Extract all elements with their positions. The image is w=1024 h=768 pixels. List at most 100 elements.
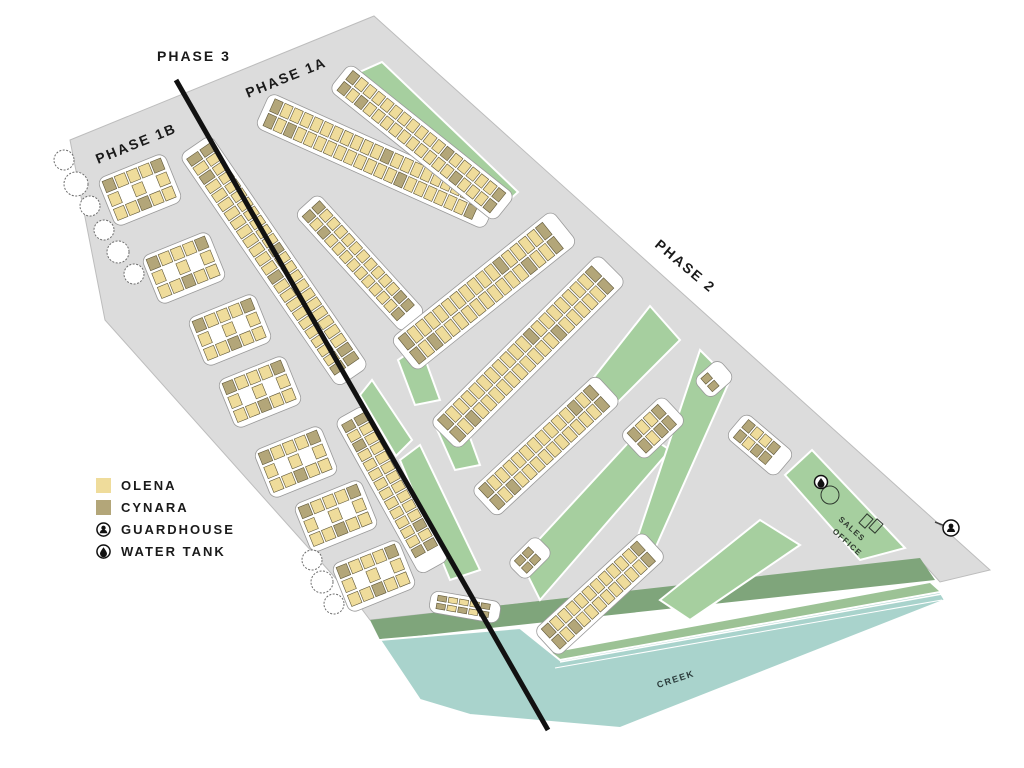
cynara-unit [266,268,285,285]
housing-cluster [188,294,272,366]
olena-unit [537,448,554,466]
olena-unit [254,250,272,267]
sales-office-roundabout [820,485,840,505]
cynara-unit [488,493,506,511]
cynara-unit [636,437,653,454]
cynara-unit [293,467,309,484]
olena-unit [758,433,773,449]
housing-row [432,256,624,448]
olena-unit [245,369,262,386]
olena-unit [232,406,249,423]
olena-unit [538,312,556,330]
olena-unit [500,249,519,269]
olena-unit [394,515,410,530]
olena-unit [204,178,222,195]
cynara-unit [706,379,720,393]
cynara-unit [513,554,527,567]
olena-unit [305,462,321,479]
olena-unit [557,316,576,334]
olena-unit [372,162,388,180]
olena-unit [359,138,374,156]
olena-unit [379,115,395,131]
olena-unit [357,511,373,528]
olena-unit [491,358,509,377]
olena-unit [401,498,417,513]
olena-unit [573,300,591,319]
cynara-unit [390,306,406,322]
olena-unit [280,472,297,489]
olena-unit [353,265,369,281]
olena-unit [169,245,186,262]
olena-unit [227,302,244,319]
olena-unit [456,159,472,175]
cynara-unit [137,195,153,212]
olena-unit [251,325,267,342]
olena-unit [199,249,216,266]
legend-label: OLENA [121,477,177,493]
creek-edge-line [559,593,943,663]
olena-unit [244,402,261,419]
cynara-unit [336,341,354,358]
olena-unit [399,156,415,174]
olena-unit [371,90,387,107]
olena-unit [362,158,378,175]
olena-unit [341,576,357,594]
cynara-unit [439,145,455,162]
olena-unit [380,460,396,475]
olena-unit [581,585,598,602]
olena-unit [279,102,294,120]
housing-cluster [218,356,302,428]
olena-unit [175,259,191,276]
olena-unit [542,421,560,439]
olena-unit [513,471,530,488]
cynara-unit [336,80,352,97]
olena-unit [370,265,386,280]
olena-unit [468,382,486,400]
creek-edge-line [554,599,943,669]
olena-unit [383,298,398,314]
olena-unit [511,362,529,381]
olena-unit [448,152,464,169]
cynara-unit [351,438,368,453]
housing-row [393,212,575,370]
cynara-unit [566,399,584,417]
olena-unit [497,485,514,503]
olena-unit [452,397,470,416]
olena-unit [357,447,373,463]
olena-unit [223,205,241,222]
olena-unit [373,476,389,491]
olena-unit [396,489,412,504]
olena-unit [458,598,470,607]
olena-unit [321,493,338,510]
olena-unit [561,426,579,443]
cynara-unit [749,443,765,458]
olena-unit [623,566,640,583]
cynara-unit [534,221,553,241]
olena-unit [329,125,344,143]
olena-unit [405,118,421,134]
olena-unit [545,441,562,458]
cynara-unit [345,70,361,86]
olena-unit [589,577,606,594]
cynara-unit [584,265,603,283]
cynara-unit [732,428,748,444]
olena-unit [482,180,498,196]
olena-unit [526,436,544,454]
olena-unit [319,120,334,138]
olena-unit [389,505,405,520]
olena-unit [573,592,590,609]
cynara-unit [400,297,415,313]
tree-row [53,149,345,615]
olena-unit [577,411,595,428]
olena-unit [474,173,490,189]
olena-unit [239,330,255,347]
olena-unit [388,104,404,120]
cynara-unit [650,403,667,421]
olena-unit [526,228,544,248]
olena-unit [583,603,600,620]
olena-unit [509,242,527,262]
olena-unit [338,249,354,265]
olena-unit [510,451,527,469]
housing-cluster [254,426,338,498]
